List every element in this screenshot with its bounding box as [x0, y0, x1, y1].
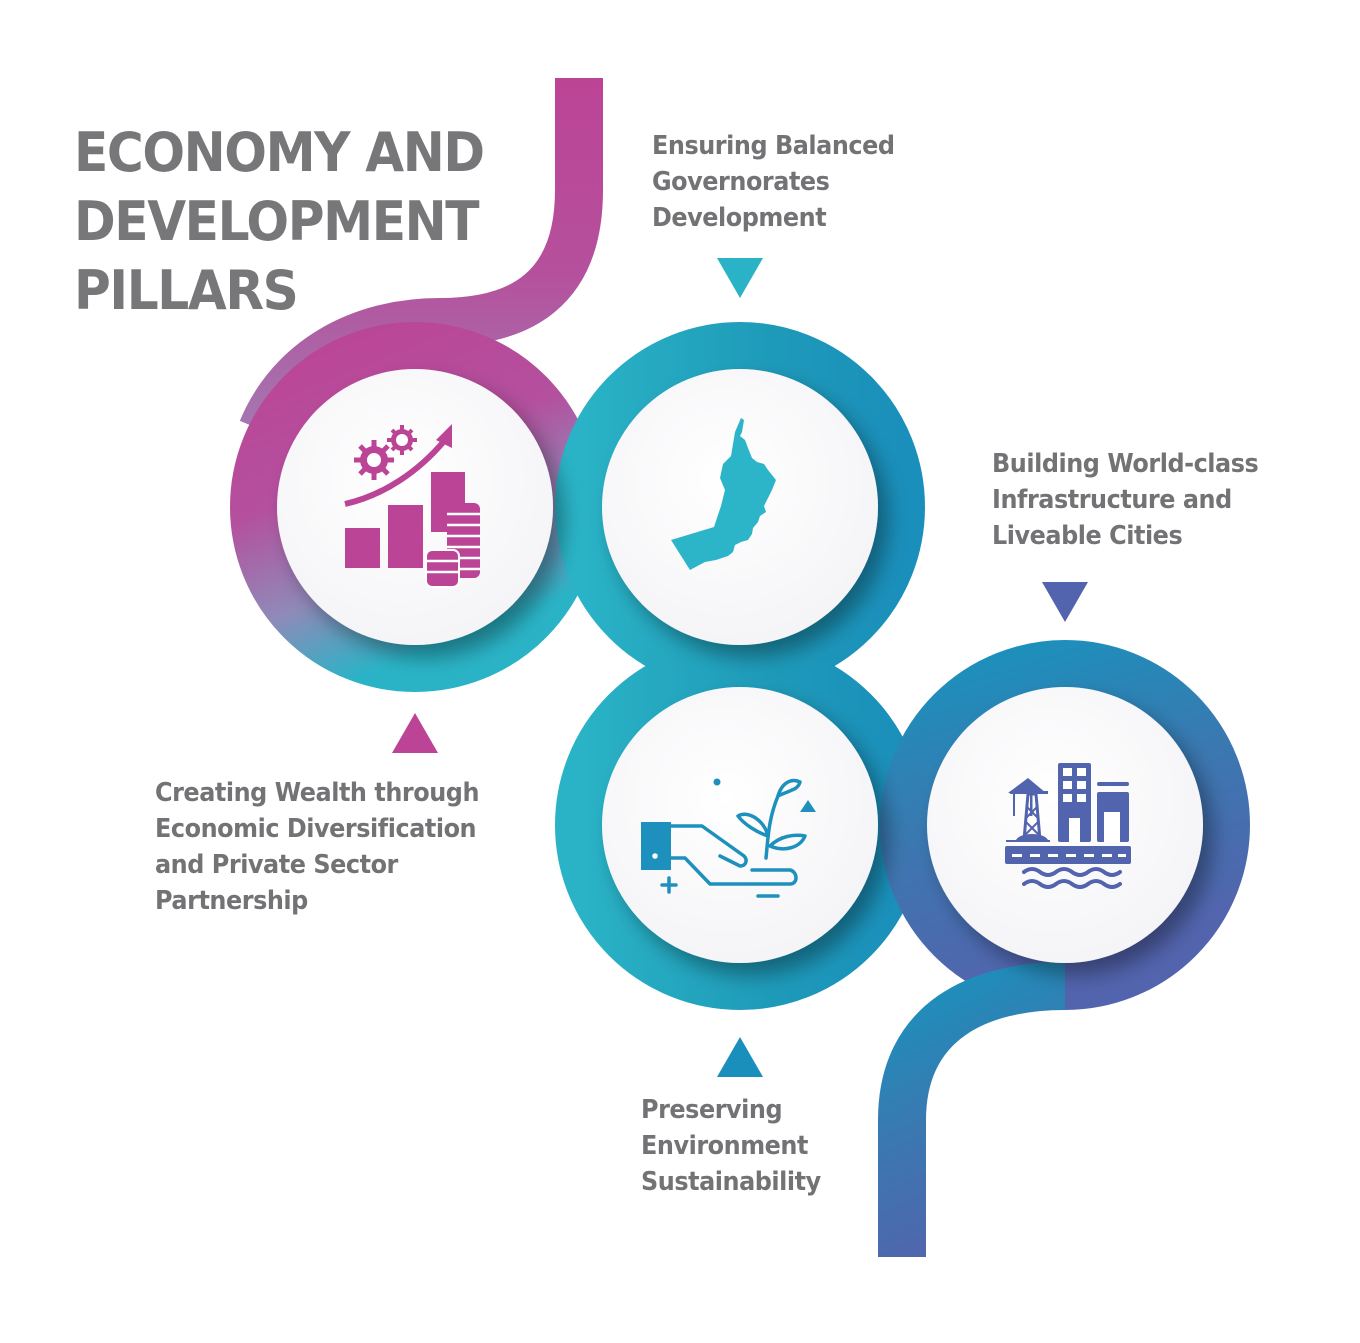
label-line: Liveable Cities	[992, 521, 1183, 551]
title-line-2: DEVELOPMENT	[74, 190, 479, 253]
label-line: Ensuring Balanced	[652, 131, 895, 161]
title-line-1: ECONOMY AND	[74, 121, 485, 184]
arrow-down-icon	[1042, 582, 1088, 622]
label-line: Preserving	[641, 1095, 783, 1125]
pillar-label-governorates: Ensuring Balanced Governorates Developme…	[652, 128, 895, 236]
label-line: Development	[652, 203, 827, 233]
label-line: and Private Sector	[155, 850, 398, 880]
pillar-label-environment: Preserving Environment Sustainability	[641, 1092, 821, 1200]
disc-3	[602, 687, 878, 963]
label-line: Environment	[641, 1131, 808, 1161]
label-line: Partnership	[155, 886, 308, 916]
label-line: Creating Wealth through	[155, 778, 480, 808]
arrow-down-icon	[717, 258, 763, 298]
page-title: ECONOMY AND DEVELOPMENT PILLARS	[74, 118, 485, 325]
title-line-3: PILLARS	[74, 259, 299, 322]
pillar-label-infrastructure: Building World-class Infrastructure and …	[992, 446, 1259, 554]
label-line: Economic Diversification	[155, 814, 477, 844]
hand-holding-plant-icon	[641, 778, 816, 898]
label-line: Building World-class	[992, 449, 1259, 479]
oman-map-icon	[671, 418, 776, 570]
label-line: Governorates	[652, 167, 830, 197]
label-line: Infrastructure and	[992, 485, 1232, 515]
growth-chart-coins-gears-icon	[344, 424, 480, 588]
label-line: Sustainability	[641, 1167, 821, 1197]
arrow-up-icon	[392, 713, 438, 753]
arrow-up-icon	[717, 1037, 763, 1077]
city-infrastructure-icon	[1005, 763, 1131, 889]
pillar-label-economic-diversification: Creating Wealth through Economic Diversi…	[155, 775, 479, 919]
ribbon-bottom-segment	[878, 962, 1066, 1257]
